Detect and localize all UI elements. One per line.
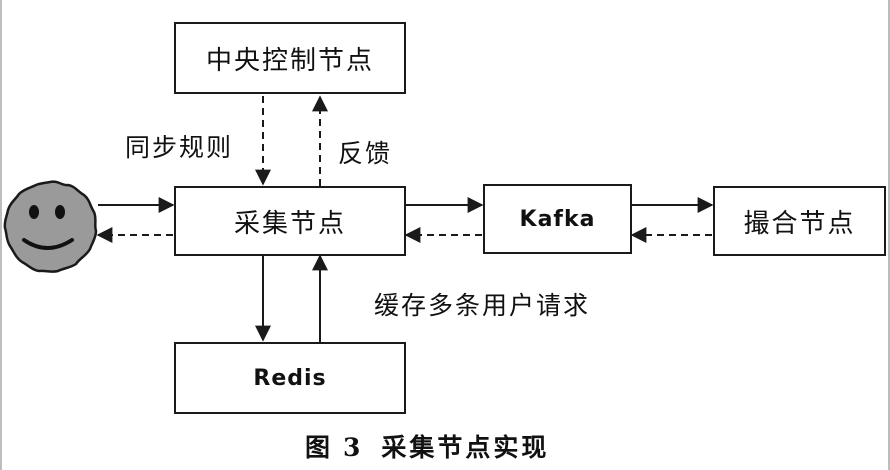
feedback-label: 反馈 bbox=[338, 139, 393, 168]
collector-node: 采集节点 bbox=[174, 186, 406, 256]
match-node: 撮合节点 bbox=[713, 186, 886, 256]
right-eye-icon bbox=[55, 205, 65, 219]
redis-node: Redis bbox=[174, 342, 406, 414]
central-control-node: 中央控制节点 bbox=[174, 22, 406, 94]
kafka-node: Kafka bbox=[483, 184, 632, 254]
face-outline bbox=[3, 180, 98, 273]
caption-title: 采集节点实现 bbox=[381, 433, 550, 462]
sync-rules-label: 同步规则 bbox=[125, 133, 234, 162]
cache-requests-label: 缓存多条用户请求 bbox=[374, 291, 591, 320]
left-eye-icon bbox=[29, 205, 39, 219]
caption-number: 3 bbox=[343, 433, 364, 462]
caption-prefix: 图 bbox=[305, 433, 334, 462]
smiley-face-icon bbox=[3, 180, 98, 273]
smile-mouth-icon bbox=[22, 238, 74, 250]
